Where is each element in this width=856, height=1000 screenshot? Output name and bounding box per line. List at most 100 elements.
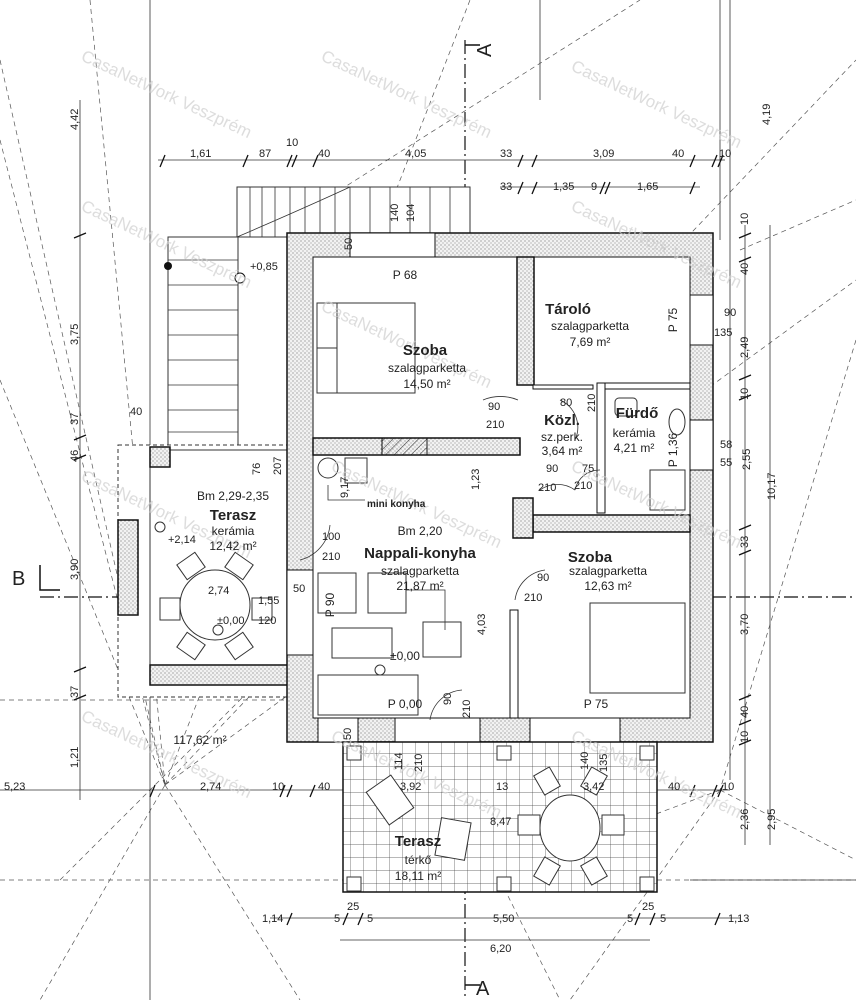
dimension-label: 2,36 (739, 809, 751, 830)
dimension-label: 4,03 (476, 614, 488, 635)
room-floor: szalagparketta (569, 564, 647, 578)
dimension-label: 58 (720, 439, 732, 451)
dimension-label: 40 (130, 406, 142, 418)
dimension-label: 6,20 (490, 943, 511, 955)
watermark-text: CasaNetWork Veszprém (568, 56, 744, 152)
room-floor: szalagparketta (388, 361, 466, 375)
level-marker-icon (154, 521, 166, 533)
dimension-label: 76 (251, 463, 263, 475)
sill-label: P 75 (666, 307, 680, 332)
dimension-label: 210 (413, 754, 425, 772)
terrace-bottom (342, 741, 658, 893)
room-height: Bm 2,29-2,35 (197, 489, 269, 503)
dimension-label: 140 (389, 204, 401, 222)
dimension-label: 120 (258, 615, 276, 627)
dimension-label: 100 (322, 531, 340, 543)
watermark-text: CasaNetWork Veszprém (78, 46, 254, 142)
dimension-label: 3,75 (69, 324, 81, 345)
stair-newel-icon (164, 262, 172, 270)
dimension-label: 10 (722, 781, 734, 793)
dimension-label: 25 (642, 901, 654, 913)
dimension-label: 207 (272, 457, 284, 475)
dimension-label: 114 (393, 752, 405, 770)
sill-label: P 0,00 (388, 697, 423, 711)
watermark-text: CasaNetWork Veszprém (318, 46, 494, 142)
level-marker-icon (374, 664, 386, 676)
dimension-label: 75 (582, 463, 594, 475)
shower-icon (649, 469, 686, 511)
dimension-label: 3,90 (69, 559, 81, 580)
dimension-label: 4,19 (761, 104, 773, 125)
room-name-szoba: Szoba (403, 342, 448, 359)
dimension-label: 13 (496, 781, 508, 793)
dimension-label: 1,35 (553, 181, 574, 193)
dimension-label: 46 (69, 450, 81, 462)
dimension-label: 5 (367, 913, 373, 925)
room-area: 3,64 m² (542, 444, 583, 458)
level-label: ±0,00 (217, 615, 244, 627)
dimension-label: 3,70 (739, 614, 751, 635)
furniture (154, 302, 686, 721)
room-area: 21,87 m² (396, 579, 443, 593)
dimension-label: 210 (486, 419, 504, 431)
dimension-labels: 1,61 87 10 40 4,05 33 3,09 40 10 33 1,35… (4, 104, 778, 955)
dimension-label: 90 (442, 693, 454, 705)
dimension-label: 10,17 (766, 472, 778, 500)
dimension-label: 90 (724, 307, 736, 319)
dimension-label: 210 (524, 592, 542, 604)
dimension-label: 135 (714, 327, 732, 339)
dimension-label: 4,42 (69, 109, 81, 130)
dimension-label: 5 (334, 913, 340, 925)
toilet-icon (668, 408, 686, 436)
dimension-label: 50 (293, 583, 305, 595)
dimension-label: 1,21 (69, 747, 81, 768)
sill-label: P 1,36 (666, 432, 680, 467)
room-floor: térkő (405, 853, 432, 867)
dimension-label: 3,09 (593, 148, 614, 160)
dimension-label: 5 (627, 913, 633, 925)
dimension-label: 10 (719, 148, 731, 160)
dimension-label: 10 (739, 213, 751, 225)
dimension-label: 1,55 (258, 595, 279, 607)
dimension-label: 3,92 (400, 781, 421, 793)
dimension-label: 87 (259, 148, 271, 160)
dimension-label: 40 (318, 781, 330, 793)
room-floor: kerámia (613, 426, 656, 440)
dimension-label: 50 (343, 238, 355, 250)
staircase: +0,85 (164, 186, 471, 448)
room-name-kozl: Közl. (544, 412, 580, 429)
section-a-top-label: A (474, 43, 496, 57)
dimension-label: 33 (500, 181, 512, 193)
dimension-label: 135 (598, 754, 610, 772)
dimension-label: 210 (574, 480, 592, 492)
dimension-label: 10 (286, 137, 298, 149)
dimension-label: 104 (405, 204, 417, 222)
dimension-label: 1,65 (637, 181, 658, 193)
dimension-label: 4,05 (405, 148, 426, 160)
dimension-label: 40 (668, 781, 680, 793)
dimension-label: 2,74 (208, 585, 229, 597)
room-labels: P 68 Szoba szalagparketta 14,50 m² Tárol… (168, 268, 680, 883)
dimension-label: 2,95 (766, 809, 778, 830)
dimension-label: 210 (461, 700, 473, 718)
total-area: 117,62 m² (173, 733, 226, 747)
terrace-left (117, 444, 291, 698)
room-floor: szalagparketta (381, 564, 459, 578)
room-area: 12,63 m² (584, 579, 631, 593)
dimension-label: 37 (69, 686, 81, 698)
dimension-label: 10 (272, 781, 284, 793)
dimension-label: 10 (739, 388, 751, 400)
dimension-label: 5,23 (4, 781, 25, 793)
dimension-label: 3,42 (583, 781, 604, 793)
dimension-label: 55 (720, 457, 732, 469)
level-label: ±0,00 (390, 649, 420, 663)
section-a-bottom-label: A (476, 978, 490, 1000)
dimension-label: 5,50 (493, 913, 514, 925)
stair-level: +0,85 (250, 261, 278, 273)
dimension-label: 10 (739, 731, 751, 743)
dimension-label: 25 (347, 901, 359, 913)
dimension-label: 90 (537, 572, 549, 584)
room-name-furdo: Fürdő (616, 405, 659, 422)
dimension-label: 40 (672, 148, 684, 160)
stove-icon (344, 457, 368, 484)
